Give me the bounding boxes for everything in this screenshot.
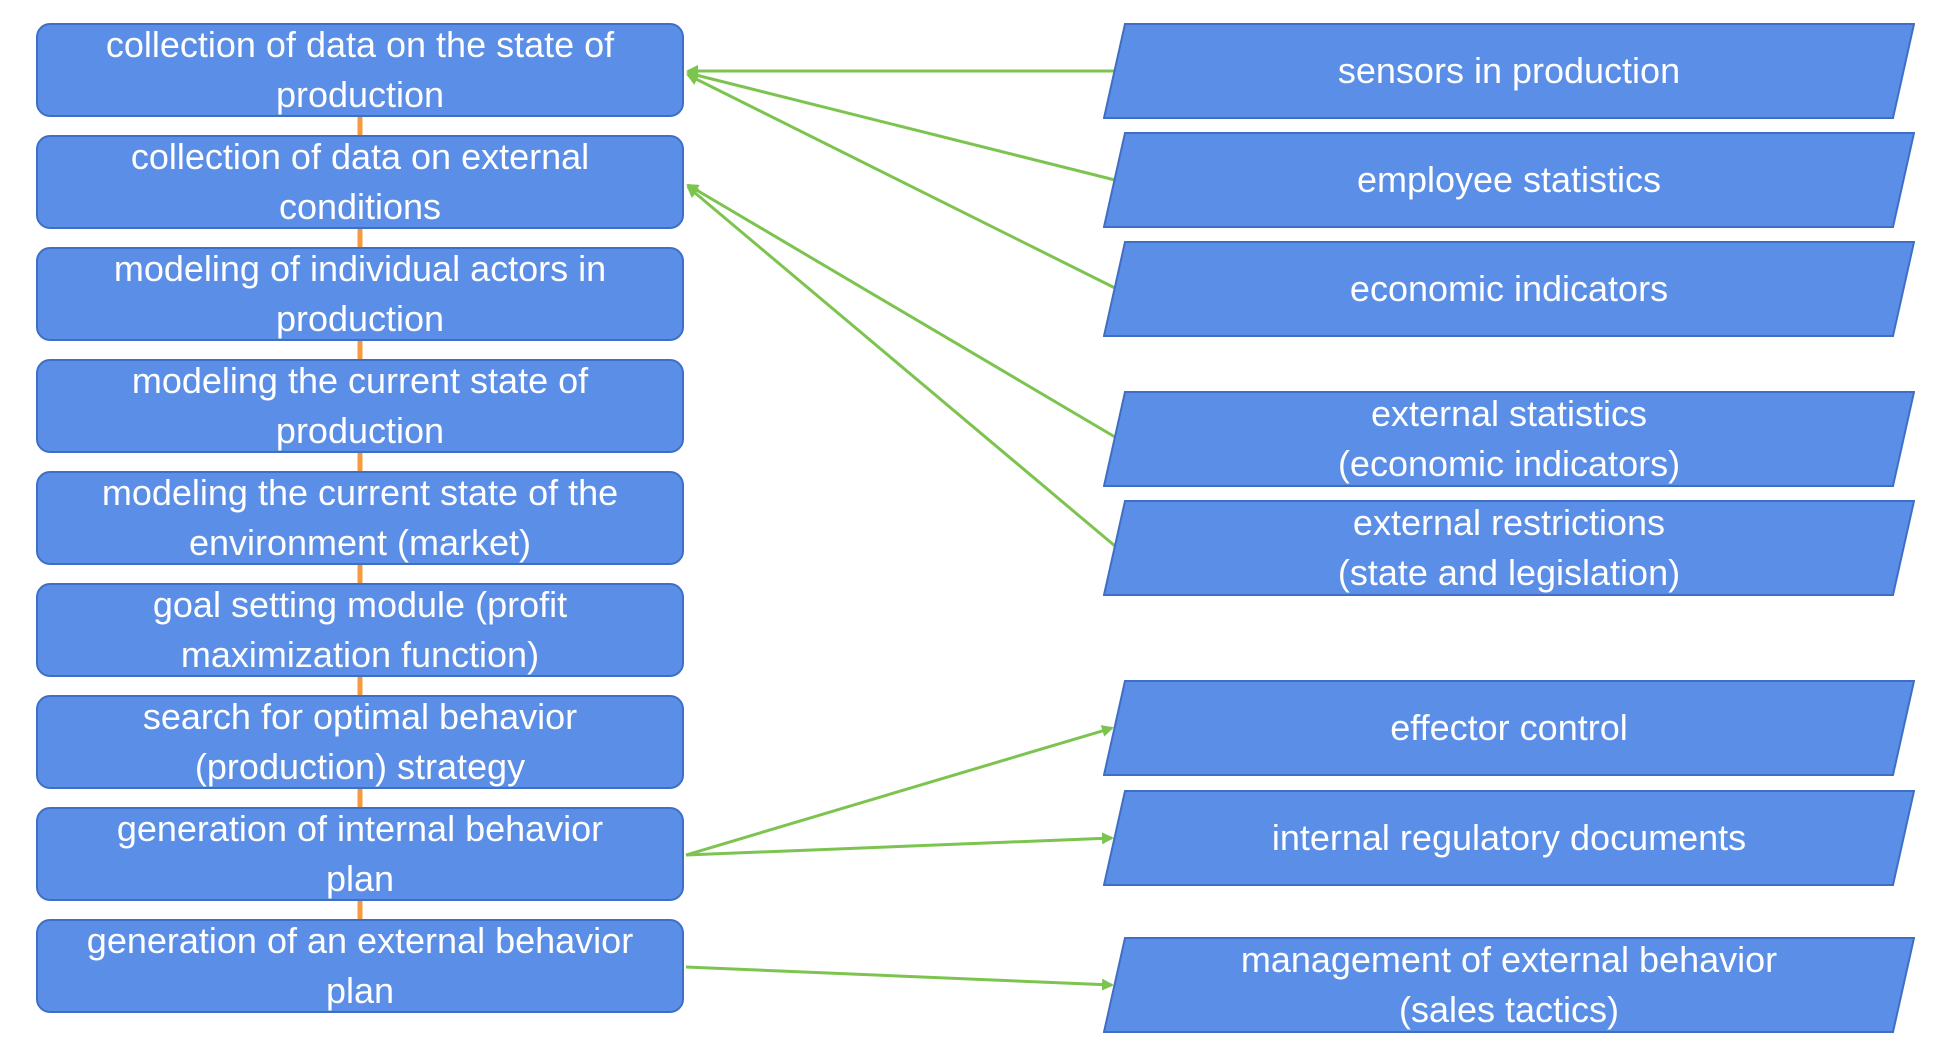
arrow-internal-plan-to-effector: [685, 725, 1114, 857]
source-external-statistics: external statistics (economic indicators…: [1103, 391, 1915, 487]
source-sensors-in-production: sensors in production: [1103, 23, 1915, 119]
step-collect-external-data: collection of data on external condition…: [36, 135, 684, 229]
source-external-restrictions: external restrictions (state and legisla…: [1103, 500, 1915, 596]
step-model-individual-actors: modeling of individual actors in product…: [36, 247, 684, 341]
step-model-production-state: modeling the current state of production: [36, 359, 684, 453]
arrow-economic-to-production-data: [686, 73, 1116, 290]
output-effector-control: effector control: [1103, 680, 1915, 776]
output-management-external-behavior: management of external behavior (sales t…: [1103, 937, 1915, 1033]
arrow-external-plan-to-sales: [685, 965, 1114, 991]
source-employee-statistics: employee statistics: [1103, 132, 1915, 228]
output-internal-regulatory-documents: internal regulatory documents: [1103, 790, 1915, 886]
source-economic-indicators: economic indicators: [1103, 241, 1915, 337]
step-collect-production-data: collection of data on the state of produ…: [36, 23, 684, 117]
arrow-restrictions-to-external-data: [686, 185, 1116, 548]
step-generate-internal-plan: generation of internal behavior plan: [36, 807, 684, 901]
arrow-employee-to-production-data: [686, 69, 1116, 182]
step-search-optimal-strategy: search for optimal behavior (production)…: [36, 695, 684, 789]
step-generate-external-plan: generation of an external behavior plan: [36, 919, 684, 1013]
step-goal-setting: goal setting module (profit maximization…: [36, 583, 684, 677]
step-model-environment-state: modeling the current state of the enviro…: [36, 471, 684, 565]
arrow-external-stats-to-external-data: [686, 183, 1116, 439]
arrow-internal-plan-to-documents: [685, 832, 1114, 857]
